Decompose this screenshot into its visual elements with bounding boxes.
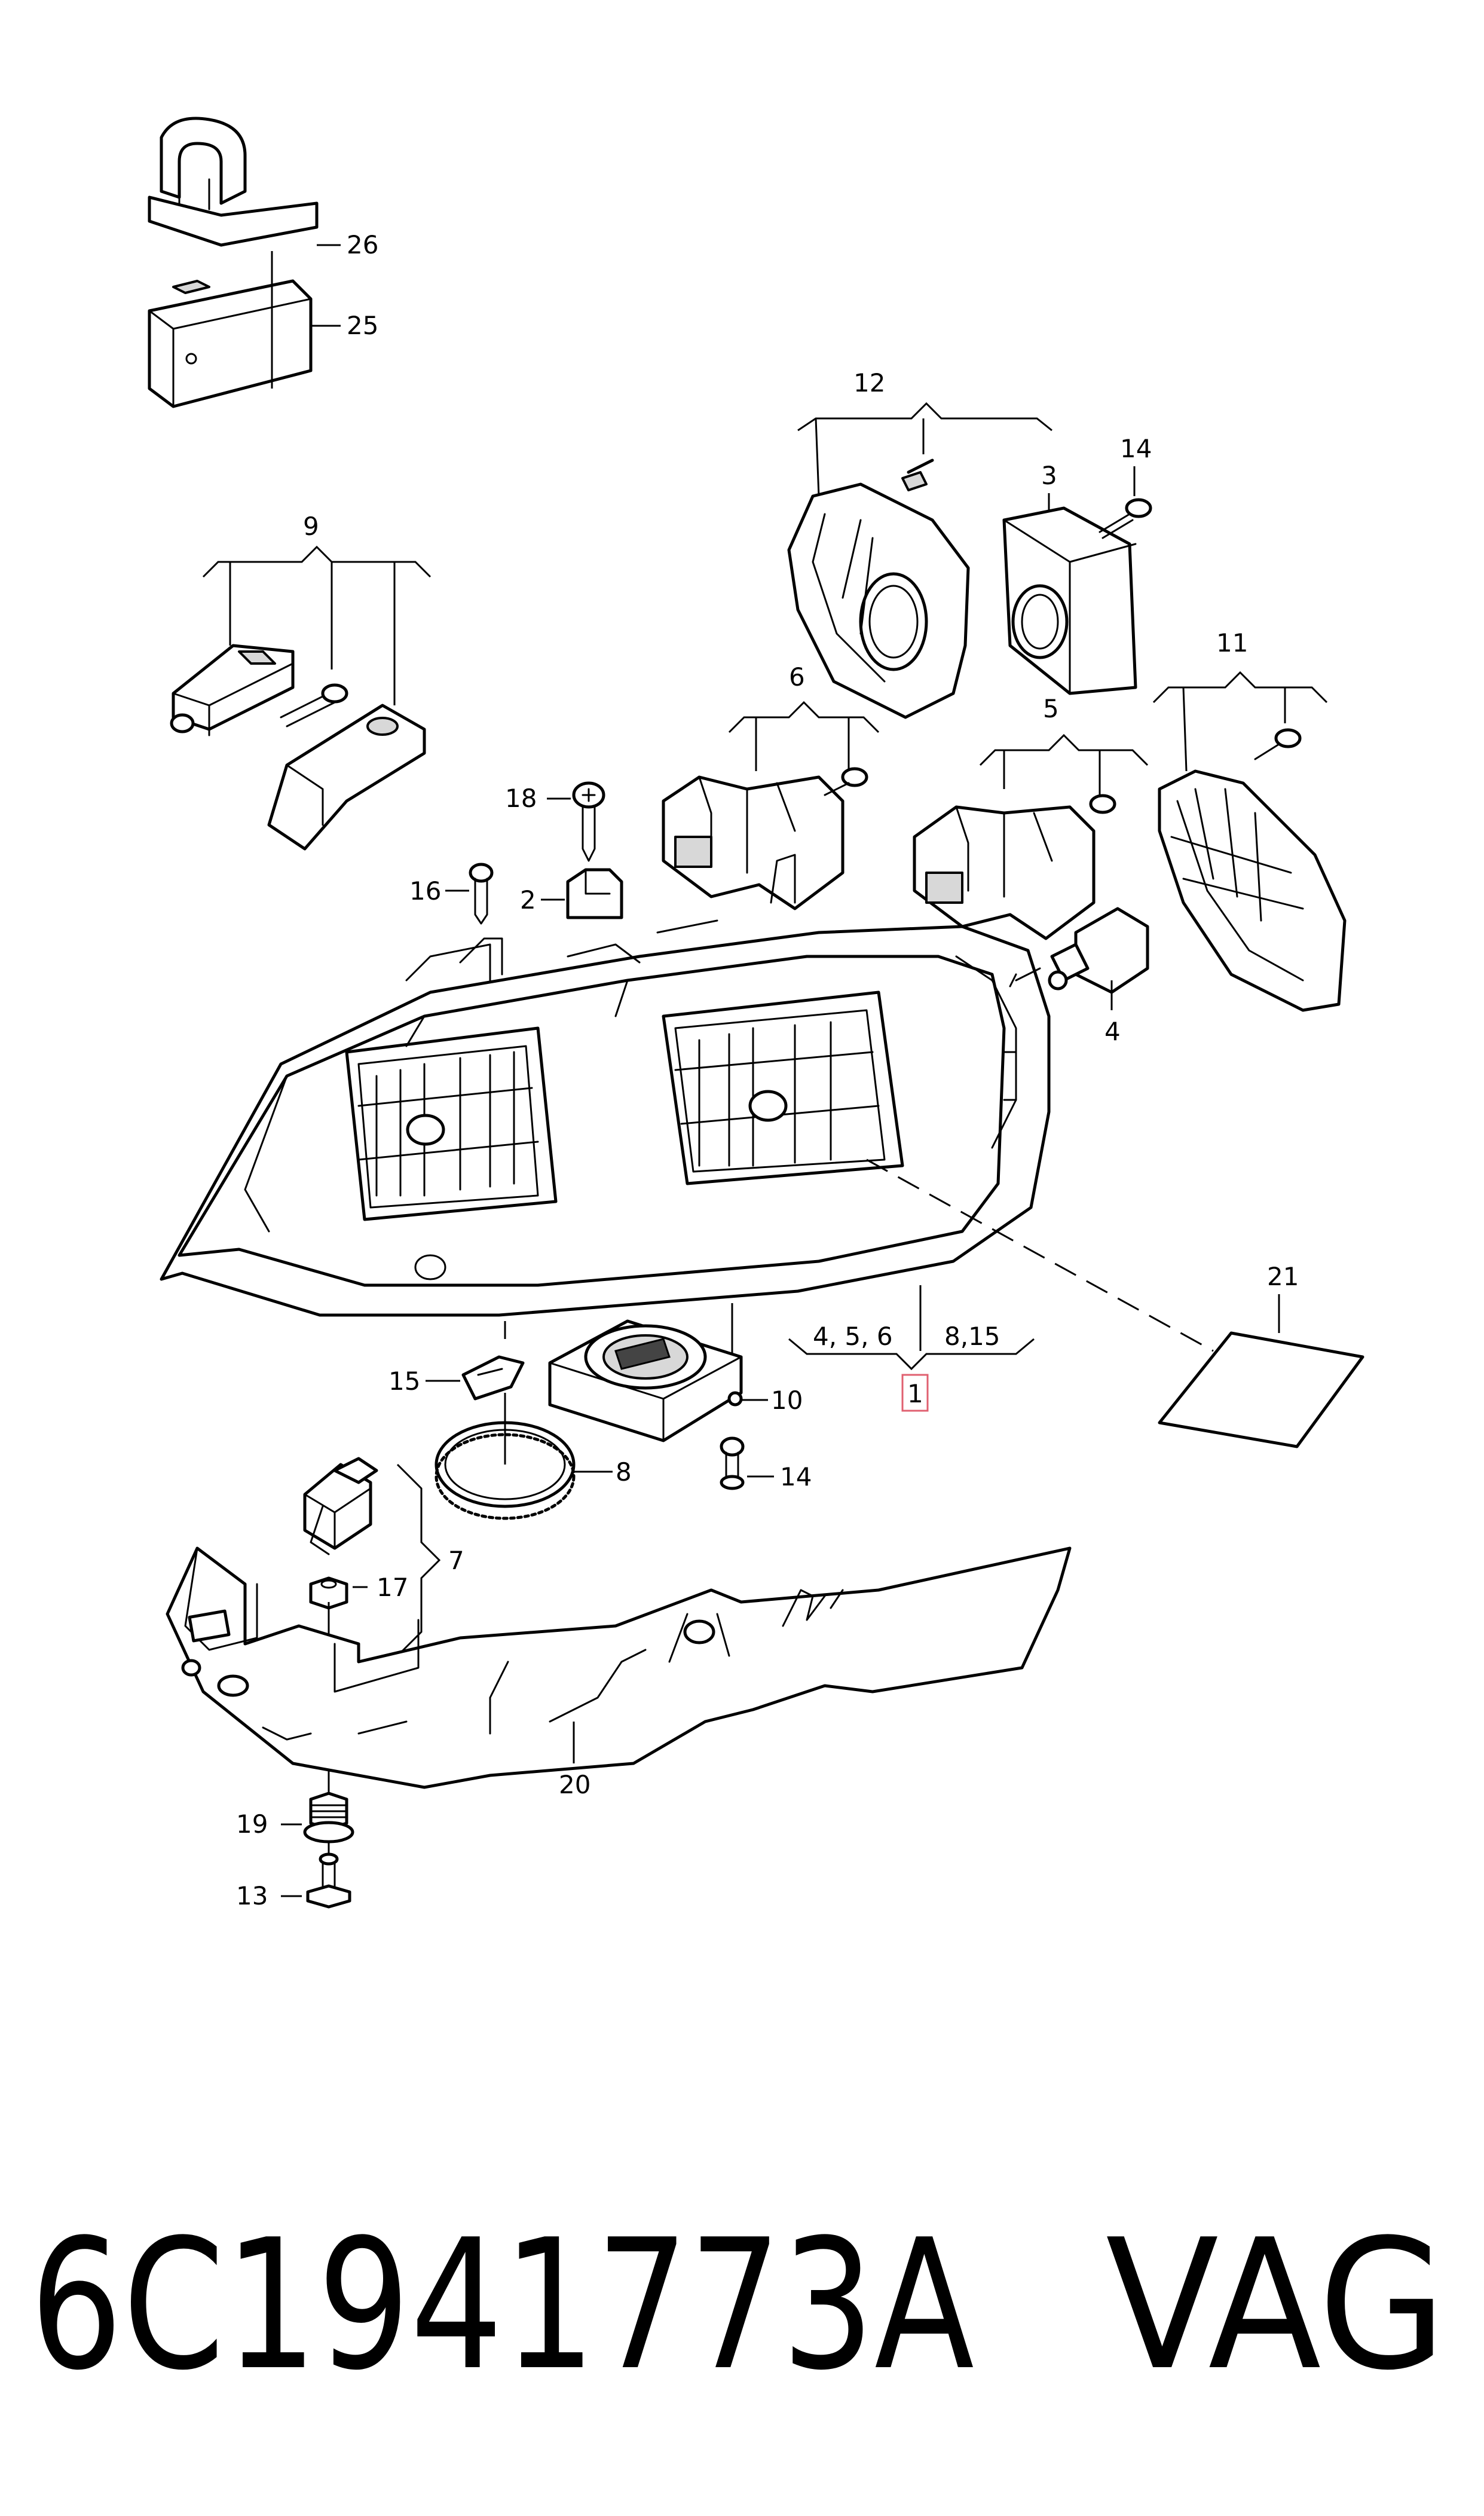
callout-8: 8 xyxy=(616,1457,632,1487)
part-5-lamp-module xyxy=(913,794,1116,940)
part-19-grommet xyxy=(303,1792,354,1844)
callout-4-5-6: 4, 5, 6 xyxy=(813,1322,893,1351)
part-7-bracket-clip xyxy=(303,1457,378,1555)
callout-12: 12 xyxy=(853,368,885,398)
part-18-screw xyxy=(572,781,605,862)
part-20-lower-bracket xyxy=(166,1546,1072,1789)
part-17-nut xyxy=(309,1576,348,1610)
callout-11: 11 xyxy=(1216,628,1248,658)
callout-2: 2 xyxy=(520,885,536,915)
callout-26: 26 xyxy=(347,230,378,259)
part-10-ballast-unit xyxy=(548,1319,743,1442)
callout-10: 10 xyxy=(771,1386,803,1415)
part-21-label xyxy=(1158,1331,1364,1448)
part-number: 6C1941773A xyxy=(30,2201,975,2410)
part-12-reflector-housing xyxy=(787,458,970,719)
part-8-seal-ring xyxy=(435,1421,576,1520)
callout-16: 16 xyxy=(409,876,441,906)
callout-13: 13 xyxy=(236,1881,268,1910)
callout-19: 19 xyxy=(236,1809,268,1839)
part-15-clip xyxy=(461,1355,525,1401)
callout-7: 7 xyxy=(448,1546,464,1575)
callout-6: 6 xyxy=(789,662,805,692)
callout-14-top: 14 xyxy=(1120,434,1152,463)
callout-15: 15 xyxy=(388,1366,420,1396)
part-9-bracket xyxy=(170,644,426,851)
callout-5: 5 xyxy=(1043,694,1059,723)
callout-3: 3 xyxy=(1041,461,1057,490)
callout-14-bottom: 14 xyxy=(780,1462,812,1491)
callout-1: 1 xyxy=(907,1379,923,1408)
callout-9: 9 xyxy=(303,512,319,541)
part-14-screw-top xyxy=(1099,498,1152,539)
brand-name: VAG xyxy=(1106,2201,1446,2410)
part-2-clip xyxy=(566,868,623,919)
part-6-lamp-module xyxy=(662,767,868,910)
callout-17: 17 xyxy=(377,1573,408,1602)
callout-4: 4 xyxy=(1104,1017,1121,1046)
callout-20: 20 xyxy=(559,1770,590,1799)
callout-1-box xyxy=(901,1374,929,1412)
part-25-control-unit xyxy=(148,251,341,408)
part-11-rear-cover xyxy=(1158,728,1347,1012)
callout-21: 21 xyxy=(1267,1262,1299,1291)
callout-18: 18 xyxy=(505,784,537,813)
part-4-bulb xyxy=(1009,907,1149,1010)
part-14-screw-bottom xyxy=(720,1436,745,1490)
callout-8-15: 8,15 xyxy=(944,1322,1000,1351)
part-26-clip xyxy=(148,117,341,247)
part-16-screw xyxy=(469,863,494,925)
part-3-ballast-module xyxy=(1002,506,1137,695)
part-13-screw xyxy=(306,1852,351,1909)
callout-25: 25 xyxy=(347,311,378,340)
part-1-headlamp-assembly xyxy=(160,854,1051,1317)
